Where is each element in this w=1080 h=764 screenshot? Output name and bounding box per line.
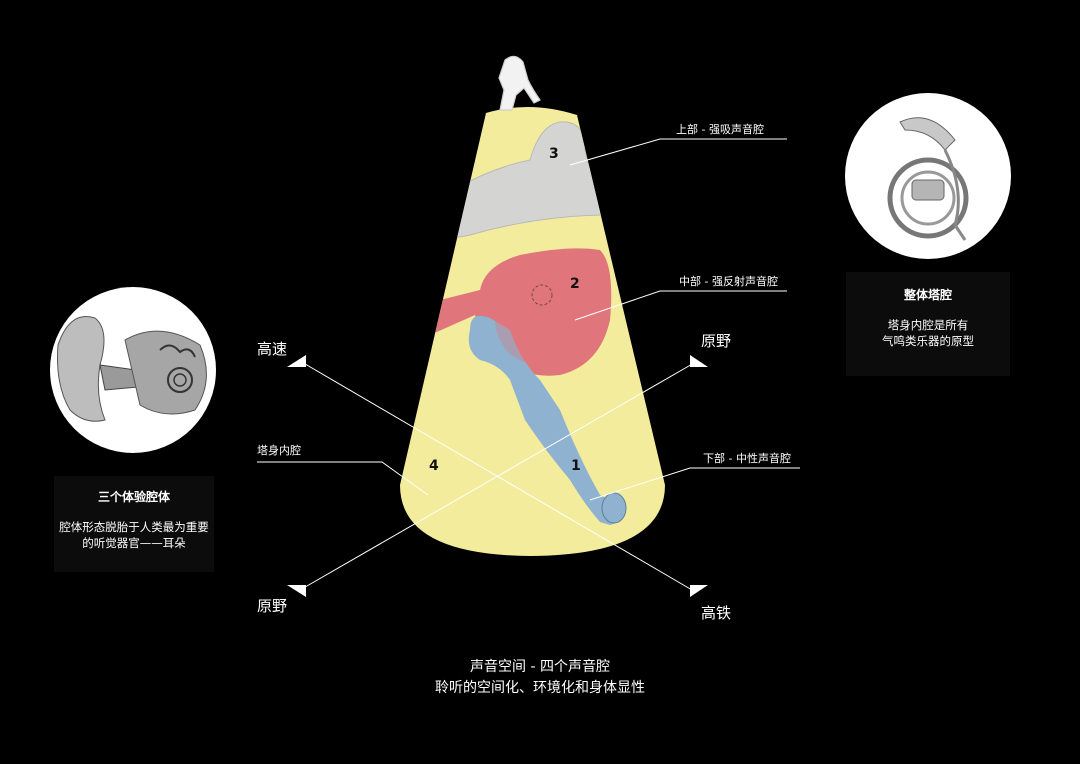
cavity-number-1: 1 xyxy=(571,458,581,474)
upper-cavity-label: 上部 - 强吸声音腔 xyxy=(676,123,764,136)
direction-top-left: 高速 xyxy=(257,340,288,358)
middle-cavity-label: 中部 - 强反射声音腔 xyxy=(679,275,778,288)
lower-cavity-label: 下部 - 中性声音腔 xyxy=(703,452,791,465)
middle-cavity-shape xyxy=(430,248,612,376)
body-cavity-label: 塔身内腔 xyxy=(257,444,301,457)
direction-top-right: 原野 xyxy=(701,332,732,350)
caption-title: 声音空间 - 四个声音腔 xyxy=(470,659,610,675)
french-horn-icon xyxy=(845,93,1011,259)
standing-figure-icon xyxy=(498,55,541,111)
lower-cavity-shape xyxy=(468,315,624,525)
ear-panel-title: 三个体验腔体 xyxy=(97,490,170,504)
horn-panel-title: 整体塔腔 xyxy=(903,288,952,302)
cavity-number-4: 4 xyxy=(429,458,439,474)
cavity-number-3: 3 xyxy=(549,146,559,162)
direction-markers xyxy=(287,355,708,597)
ear-info-panel: 三个体验腔体 腔体形态脱胎于人类最为重要 的听觉器官——耳朵 xyxy=(54,476,214,572)
ear-panel-line-2: 的听觉器官——耳朵 xyxy=(82,536,186,550)
direction-bottom-right: 高铁 xyxy=(701,604,732,622)
ear-panel-line-1: 腔体形态脱胎于人类最为重要 xyxy=(59,520,209,534)
direction-bottom-left: 原野 xyxy=(257,597,288,615)
direction-axes xyxy=(299,360,695,591)
cavity-number-2: 2 xyxy=(570,276,580,292)
horn-info-panel: 整体塔腔 塔身内腔是所有 气鸣类乐器的原型 xyxy=(846,272,1010,376)
horn-panel-line-1: 塔身内腔是所有 xyxy=(887,318,969,332)
horn-panel-line-2: 气鸣类乐器的原型 xyxy=(882,334,974,348)
ear-anatomy-icon xyxy=(50,287,216,453)
leader-lines xyxy=(257,138,800,501)
upper-cavity-shape xyxy=(424,121,611,252)
caption-subtitle: 聆听的空间化、环境化和身体显性 xyxy=(435,680,645,696)
tower-cone xyxy=(400,106,665,556)
